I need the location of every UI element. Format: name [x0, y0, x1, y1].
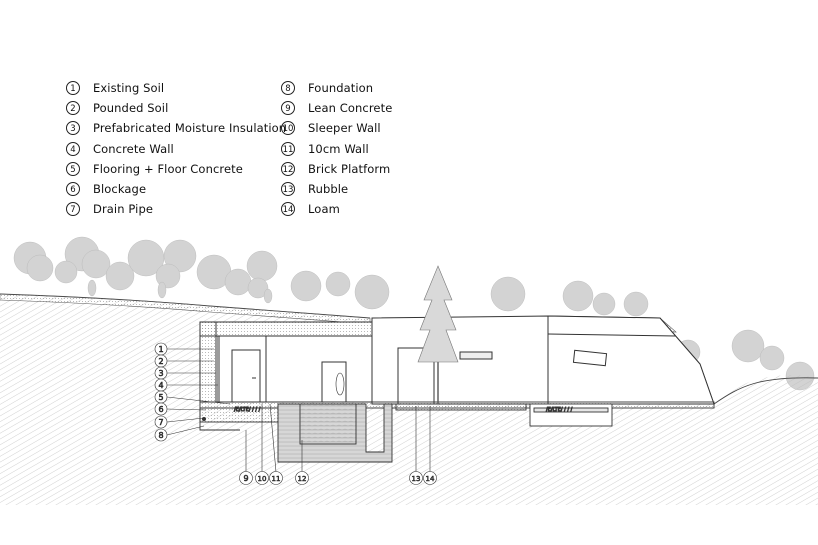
legend-label: Existing Soil [93, 81, 165, 96]
callout-label: 1 [158, 345, 163, 354]
legend-label: Brick Platform [308, 161, 391, 176]
callout-label: 3 [158, 369, 163, 378]
legend-column-left: 1 Existing Soil 2 Pounded Soil 3 Prefabrica… [66, 78, 286, 219]
legend-label: Sleeper Wall [308, 121, 381, 136]
legend-label: Lean Concrete [308, 101, 393, 116]
legend-number: 13 [281, 182, 295, 197]
slab-detail-marks: /E/LTE/ / / / [234, 407, 261, 413]
legend-number: 6 [66, 182, 80, 197]
callout-10: 10 [255, 404, 269, 485]
callout-11: 11 [269, 403, 283, 485]
legend-item: 6 Blockage [66, 179, 286, 199]
legend-item: 13 Rubble [281, 179, 392, 199]
callout-4: 4 [154, 378, 218, 392]
background-trees [13, 236, 815, 391]
callout-8: 8 [154, 425, 205, 442]
legend-number: 2 [66, 101, 80, 116]
legend-label: Prefabricated Moisture Insulation [93, 121, 287, 136]
callout-label: 13 [412, 475, 421, 483]
callout-label: 6 [158, 405, 163, 414]
legend-number: 3 [66, 121, 80, 136]
legend-item: 4 Concrete Wall [66, 139, 286, 159]
courtyard-tree [417, 265, 459, 404]
callout-14: 14 [423, 406, 437, 485]
legend-item: 3 Prefabricated Moisture Insulation [66, 118, 286, 138]
callout-label: 8 [158, 431, 163, 440]
callout-label: 14 [426, 475, 435, 483]
legend-label: Drain Pipe [93, 202, 154, 217]
legend-number: 9 [281, 101, 295, 116]
callout-label: 12 [298, 475, 307, 483]
callout-label: 2 [158, 357, 163, 366]
legend-item: 5 Flooring + Floor Concrete [66, 159, 286, 179]
legend-number: 7 [66, 202, 80, 217]
legend-label: Pounded Soil [93, 101, 169, 116]
legend-number: 1 [66, 81, 80, 96]
legend-item: 10 Sleeper Wall [281, 118, 392, 138]
callout-label: 10 [258, 475, 267, 483]
legend-label: Rubble [308, 182, 349, 197]
drain-pipe-mark [202, 417, 206, 421]
callout-label: 4 [158, 381, 163, 390]
callout-label: 11 [272, 475, 281, 483]
legend-label: Flooring + Floor Concrete [93, 161, 243, 176]
legend-number: 11 [281, 141, 295, 156]
legend-number: 10 [281, 121, 295, 136]
callout-label: 5 [158, 393, 163, 402]
legend-item: 8 Foundation [281, 78, 392, 98]
bottom-callouts: 9 10 11 12 13 14 [239, 403, 437, 485]
callout-7: 7 [154, 415, 205, 429]
legend-number: 14 [281, 202, 295, 217]
legend-item: 12 Brick Platform [281, 159, 392, 179]
legend-item: 2 Pounded Soil [66, 98, 286, 118]
legend-label: Blockage [93, 182, 147, 197]
callout-1: 1 [154, 342, 214, 356]
callout-9: 9 [239, 430, 253, 485]
buried-room [199, 321, 373, 403]
legend-number: 8 [281, 81, 295, 96]
legend-label: Loam [308, 202, 340, 217]
callout-2: 2 [154, 354, 214, 368]
legend-label: Foundation [308, 81, 374, 96]
callout-6: 6 [154, 402, 207, 416]
legend-label: 10cm Wall [308, 141, 369, 156]
foundation-section: /E/LTE/ / / / /E/LTE/ / / / [199, 401, 715, 463]
legend-column-right: 8 Foundation 9 Lean Concrete 10 Sleeper Wal… [281, 78, 392, 219]
courtyard-building [371, 315, 715, 405]
slab-detail-marks: /E/LTE/ / / / [546, 407, 573, 413]
legend-item: 11 10cm Wall [281, 139, 392, 159]
legend-number: 4 [66, 141, 80, 156]
callout-label: 7 [158, 418, 163, 427]
callout-5: 5 [154, 390, 231, 405]
legend-label: Concrete Wall [93, 141, 174, 156]
legend-number: 12 [281, 161, 295, 176]
legend-number: 5 [66, 161, 80, 176]
callout-label: 9 [243, 474, 248, 483]
callout-12: 12 [295, 440, 309, 485]
legend-item: 9 Lean Concrete [281, 98, 392, 118]
callout-13: 13 [409, 406, 423, 485]
legend-item: 14 Loam [281, 199, 392, 219]
legend-item: 7 Drain Pipe [66, 199, 286, 219]
left-callouts: 1 2 3 4 5 6 7 8 [154, 342, 231, 442]
legend-item: 1 Existing Soil [66, 78, 286, 98]
